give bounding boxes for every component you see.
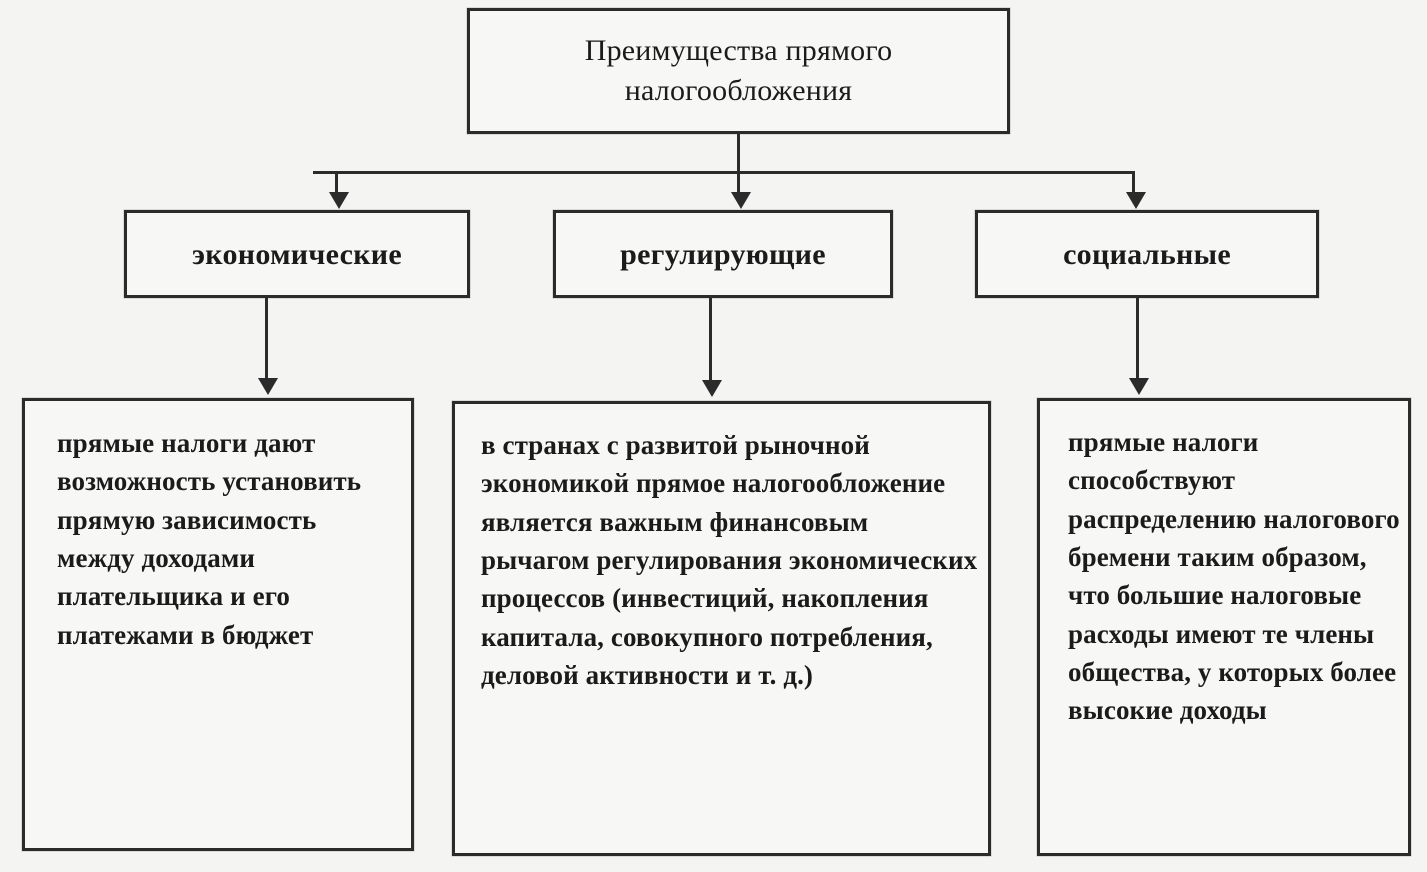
category-label-social: социальные	[1063, 237, 1231, 271]
arrowhead-down-icon	[329, 192, 349, 209]
arrowhead-down-icon	[731, 192, 751, 209]
detail-text-social: прямые налоги способствуют распределению…	[1068, 427, 1400, 726]
detail-box-regulating: в странах с развитой рыночной экономикой…	[452, 401, 991, 856]
detail-box-social: прямые налоги способствуют распределению…	[1037, 398, 1411, 856]
connector-drop-economic	[335, 171, 338, 195]
category-box-economic: экономические	[124, 210, 470, 298]
root-node-label: Преимущества прямого налогообложения	[584, 34, 893, 107]
connector-distribution-bar	[313, 171, 1135, 174]
arrowhead-down-icon	[1126, 192, 1146, 209]
root-node-box: Преимущества прямого налогообложения	[467, 8, 1010, 134]
detail-text-economic: прямые налоги дают возможность установит…	[57, 428, 362, 650]
connector-stem-economic	[265, 297, 268, 380]
category-label-regulating: регулирующие	[620, 237, 826, 271]
connector-root-trunk	[737, 133, 740, 174]
arrowhead-down-icon	[1129, 378, 1149, 395]
connector-stem-social	[1136, 297, 1139, 380]
arrowhead-down-icon	[702, 380, 722, 397]
connector-stem-regulating	[709, 297, 712, 382]
connector-drop-social	[1132, 171, 1135, 195]
arrowhead-down-icon	[258, 378, 278, 395]
category-box-regulating: регулирующие	[553, 210, 893, 298]
detail-text-regulating: в странах с развитой рыночной экономикой…	[481, 430, 978, 690]
connector-drop-regulating	[737, 171, 740, 196]
detail-box-economic: прямые налоги дают возможность установит…	[22, 398, 414, 851]
category-label-economic: экономические	[192, 237, 402, 271]
category-box-social: социальные	[975, 210, 1319, 298]
